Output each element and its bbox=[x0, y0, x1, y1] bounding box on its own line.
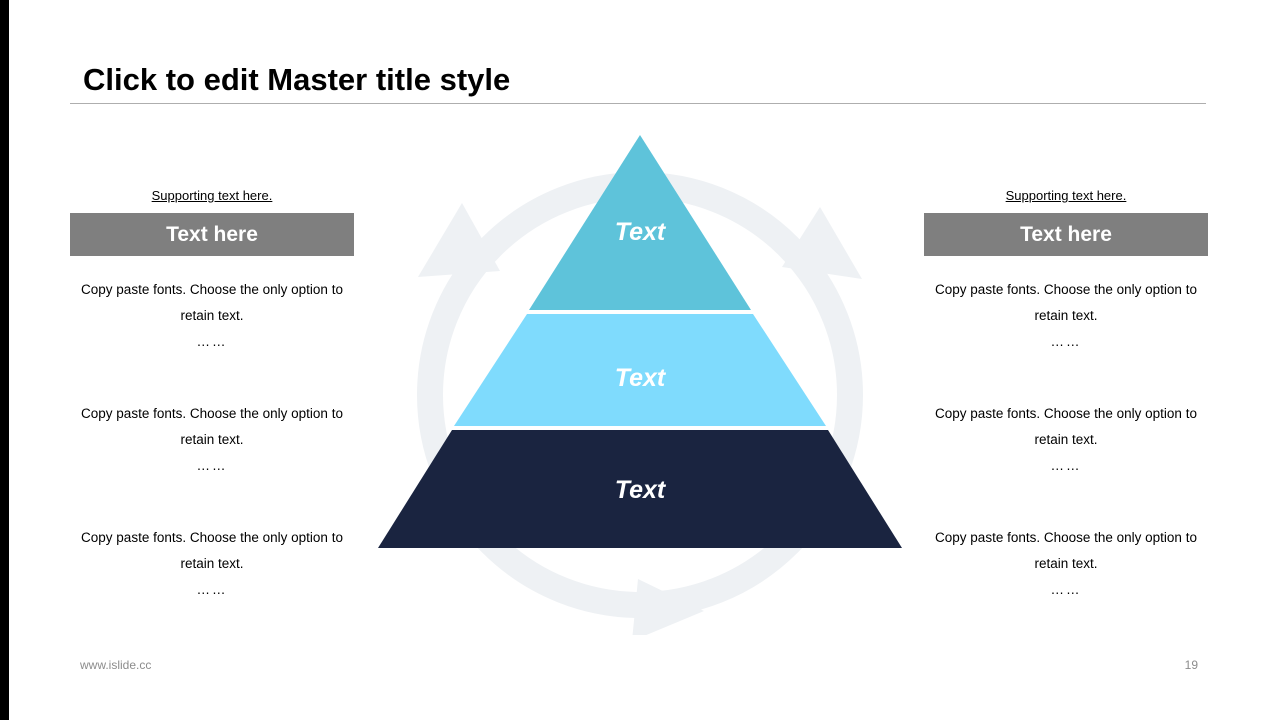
cycle-arrowhead-bottom-icon bbox=[632, 579, 704, 635]
pyramid-level-bottom bbox=[378, 430, 902, 548]
title-divider bbox=[70, 103, 1206, 104]
right-panel-item: Copy paste fonts. Choose the only option… bbox=[924, 401, 1208, 479]
left-supporting-text: Supporting text here. bbox=[151, 188, 273, 203]
cycle-arrowhead-left-icon bbox=[418, 203, 500, 277]
left-item-text-3: Copy paste fonts. Choose the only option… bbox=[81, 530, 343, 571]
right-item-text-3: Copy paste fonts. Choose the only option… bbox=[935, 530, 1197, 571]
left-panel-item: Copy paste fonts. Choose the only option… bbox=[70, 277, 354, 355]
right-panel-item: Copy paste fonts. Choose the only option… bbox=[924, 525, 1208, 603]
pyramid-level-top bbox=[529, 135, 751, 310]
pyramid-diagram: Text Text Text bbox=[378, 135, 902, 548]
left-item-text-2: Copy paste fonts. Choose the only option… bbox=[81, 406, 343, 447]
page-number: 19 bbox=[1184, 658, 1198, 672]
pyramid-label-top: Text bbox=[615, 218, 667, 246]
right-supporting-text: Supporting text here. bbox=[1005, 188, 1127, 203]
footer-website: www.islide.cc bbox=[80, 658, 152, 672]
pyramid-level-middle bbox=[454, 314, 826, 426]
right-item-text-2: Copy paste fonts. Choose the only option… bbox=[935, 406, 1197, 447]
left-panel-item: Copy paste fonts. Choose the only option… bbox=[70, 525, 354, 603]
left-item-text-1: Copy paste fonts. Choose the only option… bbox=[81, 282, 343, 323]
right-panel: Supporting text here. Text here Copy pas… bbox=[924, 188, 1208, 649]
cycle-arrowhead-right-icon bbox=[782, 207, 862, 279]
right-item-text-1: Copy paste fonts. Choose the only option… bbox=[935, 282, 1197, 323]
left-item-dots-3: …… bbox=[196, 582, 228, 597]
right-panel-items: Copy paste fonts. Choose the only option… bbox=[924, 277, 1208, 603]
pyramid-label-middle: Text bbox=[615, 364, 667, 392]
left-item-dots-2: …… bbox=[196, 458, 228, 473]
left-panel-item: Copy paste fonts. Choose the only option… bbox=[70, 401, 354, 479]
pyramid-label-bottom: Text bbox=[615, 476, 667, 504]
left-item-dots-1: …… bbox=[196, 334, 228, 349]
slide-title: Click to edit Master title style bbox=[83, 62, 511, 97]
right-item-dots-3: …… bbox=[1050, 582, 1082, 597]
left-panel: Supporting text here. Text here Copy pas… bbox=[70, 188, 354, 649]
right-item-dots-1: …… bbox=[1050, 334, 1082, 349]
left-panel-items: Copy paste fonts. Choose the only option… bbox=[70, 277, 354, 603]
left-header-bar: Text here bbox=[70, 213, 354, 256]
right-item-dots-2: …… bbox=[1050, 458, 1082, 473]
right-panel-item: Copy paste fonts. Choose the only option… bbox=[924, 277, 1208, 355]
left-edge-bar bbox=[0, 0, 9, 720]
right-header-bar: Text here bbox=[924, 213, 1208, 256]
